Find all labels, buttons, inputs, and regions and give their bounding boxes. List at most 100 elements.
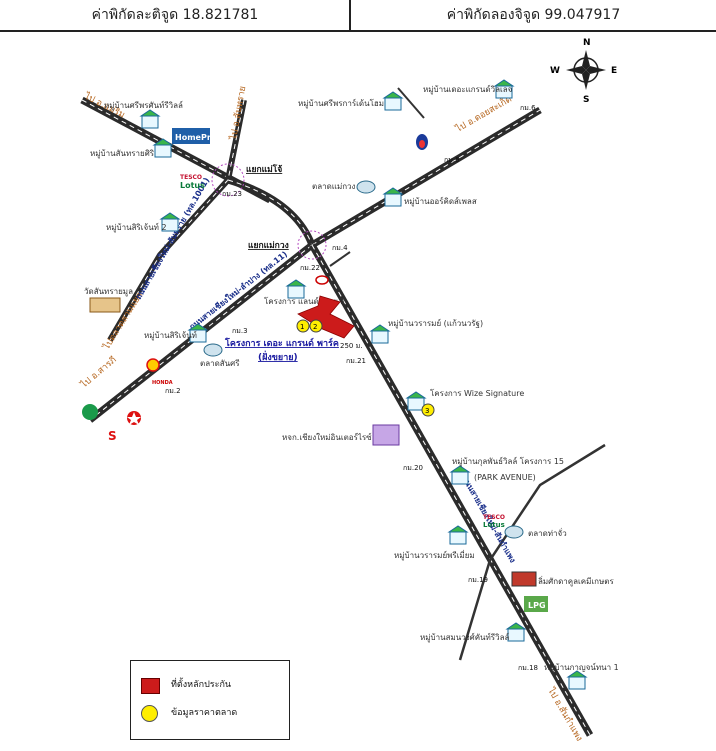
svg-text:TESCO: TESCO bbox=[180, 174, 202, 181]
svg-text:2: 2 bbox=[313, 323, 317, 331]
svg-text:HomePro: HomePro bbox=[175, 133, 217, 142]
tesco-lotus-logo-2: TESCO Lotus bbox=[483, 514, 505, 529]
km-22: กม.22 bbox=[300, 264, 320, 272]
house-icon bbox=[159, 212, 181, 232]
caltex-icon bbox=[127, 411, 141, 425]
place-sansai: หมู่บ้านสันทรายศิริ bbox=[90, 149, 155, 159]
place-grand: หมู่บ้านเดอะแกรนด์วิลเลจ bbox=[423, 84, 513, 95]
place-wat: วัดสันทรายมูล bbox=[84, 287, 133, 297]
house-icon bbox=[382, 91, 404, 111]
minor-road-park bbox=[329, 251, 351, 267]
market-swatch bbox=[141, 705, 158, 722]
km-4: กม.4 bbox=[332, 244, 348, 252]
pttgas-icon bbox=[82, 404, 98, 420]
market-icons bbox=[203, 180, 524, 539]
homepro-logo: HomePro bbox=[172, 128, 217, 144]
collateral-swatch bbox=[141, 678, 160, 694]
house-icon bbox=[382, 187, 404, 207]
junction-circle-maekuang bbox=[297, 230, 327, 260]
project-distance: 250 ม. bbox=[340, 342, 362, 350]
km-23: กม.23 bbox=[222, 190, 242, 198]
house-icon bbox=[505, 622, 527, 642]
house-icon bbox=[405, 391, 427, 411]
lumsak-shop-icon bbox=[511, 571, 537, 587]
house-icon bbox=[187, 323, 209, 343]
tesco-lotus-logo: TESCO Lotus bbox=[180, 174, 205, 190]
svg-text:TESCO: TESCO bbox=[483, 514, 505, 521]
brand-logos: HomePro TESCO Lotus TESCO Lotus HONDA S … bbox=[82, 128, 548, 612]
house-icon bbox=[566, 670, 588, 690]
place-wararom-premium: หมู่บ้านวรารมย์พรีเมี่ยม bbox=[394, 549, 475, 561]
house-icon bbox=[285, 279, 307, 299]
svg-text:Lotus: Lotus bbox=[180, 181, 205, 190]
place-labels: หมู่บ้านศรีพรศันท์รีวิลล์ หมู่บ้านสันทรา… bbox=[84, 84, 619, 673]
coordinate-header: ค่าพิกัดละติจูด 18.821781 ค่าพิกัดลองจิจ… bbox=[0, 0, 716, 32]
shell-icon bbox=[146, 358, 160, 372]
compass-n: N bbox=[583, 38, 591, 48]
village-icons bbox=[139, 79, 588, 690]
place-sripornkarn: หมู่บ้านศรีพรการ์เด้นโฮม bbox=[298, 98, 384, 109]
temple-icon bbox=[89, 297, 121, 313]
road-label-1001: ถนนสายเชียงใหม่-สันทราย (ทล.1001) bbox=[133, 176, 211, 301]
compass-s: S bbox=[583, 95, 589, 105]
house-icon bbox=[369, 324, 391, 344]
factory-icon bbox=[372, 424, 400, 446]
collateral-location bbox=[297, 295, 355, 339]
km-18: กม.18 bbox=[518, 664, 538, 672]
suzuki-icon: S bbox=[108, 429, 117, 443]
place-saranwong: หมู่บ้านสมนวงศ์คันท์รีวิลล์ bbox=[420, 632, 509, 643]
place-factory: หจก.เชียงใหม่อินเตอร์ไรซ์ bbox=[282, 432, 372, 442]
house-icon bbox=[447, 525, 469, 545]
place-siriwet: หมู่บ้านสิริเจ้นท์ bbox=[144, 330, 197, 341]
place-market-thachua: ตลาดท่าจั่ว bbox=[528, 527, 567, 538]
market-icon bbox=[504, 525, 524, 539]
compass-w: W bbox=[550, 66, 560, 76]
junction-circle-maejo bbox=[211, 163, 245, 197]
market-icon bbox=[203, 343, 223, 357]
place-landsabai: โครงการ แลนด์สบาย 2 bbox=[264, 296, 346, 306]
compass-rose: N S E W bbox=[550, 38, 617, 105]
latitude-label: ค่าพิกัดละติจูด 18.821781 bbox=[91, 7, 259, 23]
km-21: กม.21 bbox=[346, 357, 366, 365]
house-icon bbox=[152, 138, 174, 158]
km-markers: กม.23 กม.22 กม.4 กม.5 กม.6 กม.3 กม.2 กม.… bbox=[165, 104, 538, 672]
junction-maejo: แยกแม่โจ้ bbox=[246, 164, 282, 175]
place-market-sansai: ตลาดสันศรี bbox=[200, 359, 240, 368]
km-19: กม.19 bbox=[468, 576, 488, 584]
market-data-marker-3: 3 bbox=[421, 403, 435, 417]
km-20: กม.20 bbox=[403, 464, 423, 472]
compass-e: E bbox=[611, 66, 617, 76]
svg-text:Lotus: Lotus bbox=[483, 521, 505, 529]
house-icon bbox=[139, 109, 161, 129]
km-6: กม.6 bbox=[520, 104, 536, 112]
map-legend: ที่ตั้งหลักประกัน ข้อมูลราคาตลาด bbox=[130, 660, 290, 740]
market-icon bbox=[356, 180, 376, 194]
place-kanjana: หมู่บ้านกาญจน์ทนา 1 bbox=[544, 662, 619, 673]
place-sirisuk: หมู่บ้านศรีพรศันท์รีวิลล์ bbox=[104, 100, 183, 111]
place-wararom: หมู่บ้านวรารมย์ (แก้วนวรัฐ) bbox=[388, 318, 483, 329]
project-name: โครงการ เดอะ แกรนด์ พาร์ค bbox=[224, 337, 339, 349]
junction-maekuang: แยกแม่กวง bbox=[248, 240, 289, 251]
header-divider bbox=[349, 0, 351, 30]
direction-sansai: ไป อ.สันทราย bbox=[228, 85, 248, 141]
honda-logo: HONDA bbox=[152, 380, 173, 386]
km-2: กม.2 bbox=[165, 387, 181, 395]
road-label-11: ถนนสายเชียงใหม่-ลำปาง (ทล.11) bbox=[187, 249, 289, 332]
place-siriwet2: หมู่บ้านสิริเจ้นท์ 2 bbox=[106, 222, 167, 233]
longitude-label: ค่าพิกัดลองจิจูด 99.047917 bbox=[446, 7, 621, 23]
minor-road-grand bbox=[397, 87, 425, 119]
direction-saraphi: ไป อ.สารภี bbox=[78, 354, 119, 391]
project-sub: (ฝั่งขยาย) bbox=[258, 350, 298, 363]
market-data-marker-2: 2 bbox=[309, 319, 323, 333]
place-kulphan: หมู่บ้านกุลพันธ์วิลล์ โครงการ 15 bbox=[452, 456, 564, 467]
svg-text:3: 3 bbox=[425, 407, 429, 415]
place-park: (PARK AVENUE) bbox=[474, 473, 536, 482]
toyota-icon bbox=[315, 275, 329, 285]
km-3: กม.3 bbox=[232, 327, 248, 335]
minor-road-east bbox=[458, 443, 606, 661]
km-5: กม.5 bbox=[444, 156, 460, 164]
svg-text:1: 1 bbox=[300, 323, 304, 331]
lpg-logo: LPG bbox=[524, 596, 548, 612]
pt-fuel-icon bbox=[416, 134, 428, 150]
